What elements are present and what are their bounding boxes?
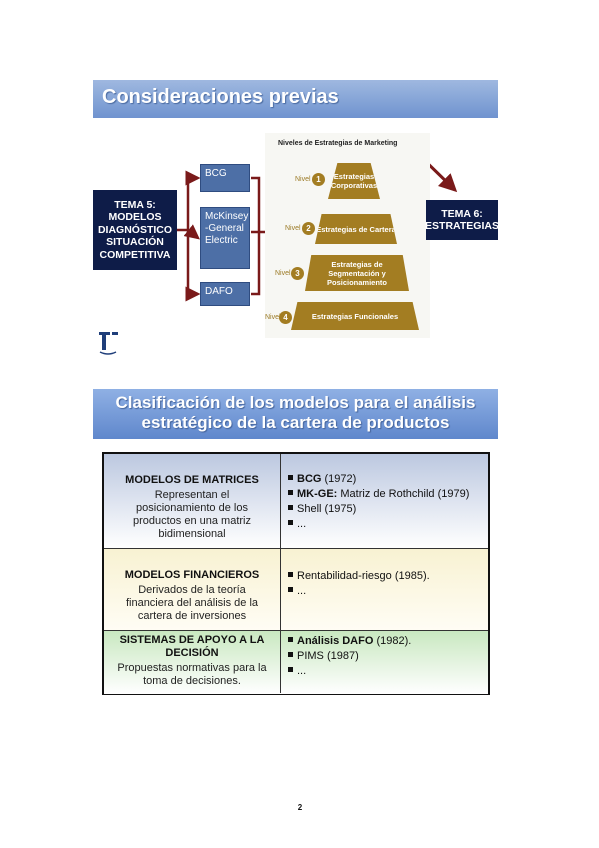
row-items: BCG (1972) MK-GE: Matriz de Rothchild (1… <box>288 472 484 532</box>
row-description: Derivados de la teoría financiera del an… <box>125 584 259 622</box>
row-items: Rentabilidad-riesgo (1985). ... <box>288 569 484 599</box>
model-box-bcg: BCG <box>200 164 250 192</box>
slide2-title: Clasificación de los modelos para el aná… <box>93 393 498 433</box>
slide1-title: Consideraciones previas <box>102 86 339 108</box>
tema6-box: TEMA 6: ESTRATEGIAS <box>425 200 499 240</box>
row-left-cell: MODELOS DE MATRICES Representan el posic… <box>104 474 280 541</box>
table-row: MODELOS FINANCIEROS Derivados de la teor… <box>104 548 488 631</box>
pyramid-level-4: Estrategias Funcionales <box>291 302 419 330</box>
list-item: MK-GE: Matriz de Rothchild (1979) <box>288 487 484 502</box>
slide-clasificacion-modelos: Clasificación de los modelos para el aná… <box>93 389 498 709</box>
nivel-label-3: Nivel <box>275 270 291 277</box>
slide1-title-bar <box>93 80 498 118</box>
pyramid-level-3: Estrategias de Segmentación y Posicionam… <box>305 255 409 291</box>
slide2-title-line2: estratégico de la cartera de productos <box>141 413 450 432</box>
bullet-icon <box>288 520 293 525</box>
pyramid-level-2: Estrategias de Cartera <box>315 214 397 244</box>
nivel-number-3: 3 <box>291 267 304 280</box>
row-description: Representan el posicionamiento de los pr… <box>132 489 251 540</box>
table-row: SISTEMAS DE APOYO A LA DECISIÓN Propuest… <box>104 630 488 694</box>
list-item: ... <box>288 517 484 532</box>
page-number: 2 <box>297 803 303 812</box>
bullet-icon <box>288 505 293 510</box>
column-divider <box>280 454 281 693</box>
nivel-number-1: 1 <box>312 173 325 186</box>
university-logo-icon <box>99 332 118 355</box>
bullet-icon <box>288 652 293 657</box>
table-row: MODELOS DE MATRICES Representan el posic… <box>104 454 488 548</box>
bullet-icon <box>288 667 293 672</box>
models-table: MODELOS DE MATRICES Representan el posic… <box>102 452 490 695</box>
nivel-label-1: Nivel <box>295 176 311 183</box>
list-item: ... <box>288 584 484 599</box>
bullet-icon <box>288 490 293 495</box>
bullet-icon <box>288 475 293 480</box>
bullet-icon <box>288 587 293 592</box>
nivel-label-4: Nivel <box>265 314 281 321</box>
bullet-icon <box>288 572 293 577</box>
nivel-number-2: 2 <box>302 222 315 235</box>
nivel-number-4: 4 <box>279 311 292 324</box>
list-item: Análisis DAFO (1982). <box>288 634 484 649</box>
slide2-title-line1: Clasificación de los modelos para el aná… <box>115 393 476 412</box>
list-item: Shell (1975) <box>288 502 484 517</box>
row-heading: MODELOS FINANCIEROS <box>124 569 260 581</box>
model-box-dafo: DAFO <box>200 282 250 306</box>
list-item: BCG (1972) <box>288 472 484 487</box>
list-item: ... <box>288 664 484 679</box>
tema5-box: TEMA 5: MODELOS DIAGNÓSTICO SITUACIÓN CO… <box>93 190 177 270</box>
row-heading: SISTEMAS DE APOYO A LA DECISIÓN <box>119 634 265 659</box>
slide-consideraciones-previas: Consideraciones previas TEMA 5: MODELOS … <box>93 80 499 362</box>
model-box-mckinsey: McKinsey -General Electric <box>200 207 250 269</box>
row-left-cell: MODELOS FINANCIEROS Derivados de la teor… <box>104 569 280 623</box>
row-items: Análisis DAFO (1982). PIMS (1987) ... <box>288 634 484 679</box>
nivel-label-2: Nivel <box>285 225 301 232</box>
pyramid-level-1: Estrategias Corporativas <box>328 163 380 199</box>
row-heading: MODELOS DE MATRICES <box>125 474 259 486</box>
bullet-icon <box>288 637 293 642</box>
pyramid-title: Niveles de Estrategias de Marketing <box>278 140 398 147</box>
row-description: Propuestas normativas para la toma de de… <box>117 662 267 687</box>
list-item: Rentabilidad-riesgo (1985). <box>288 569 484 584</box>
row-left-cell: SISTEMAS DE APOYO A LA DECISIÓN Propuest… <box>104 634 280 688</box>
list-item: PIMS (1987) <box>288 649 484 664</box>
slide2-title-bar <box>93 389 498 439</box>
